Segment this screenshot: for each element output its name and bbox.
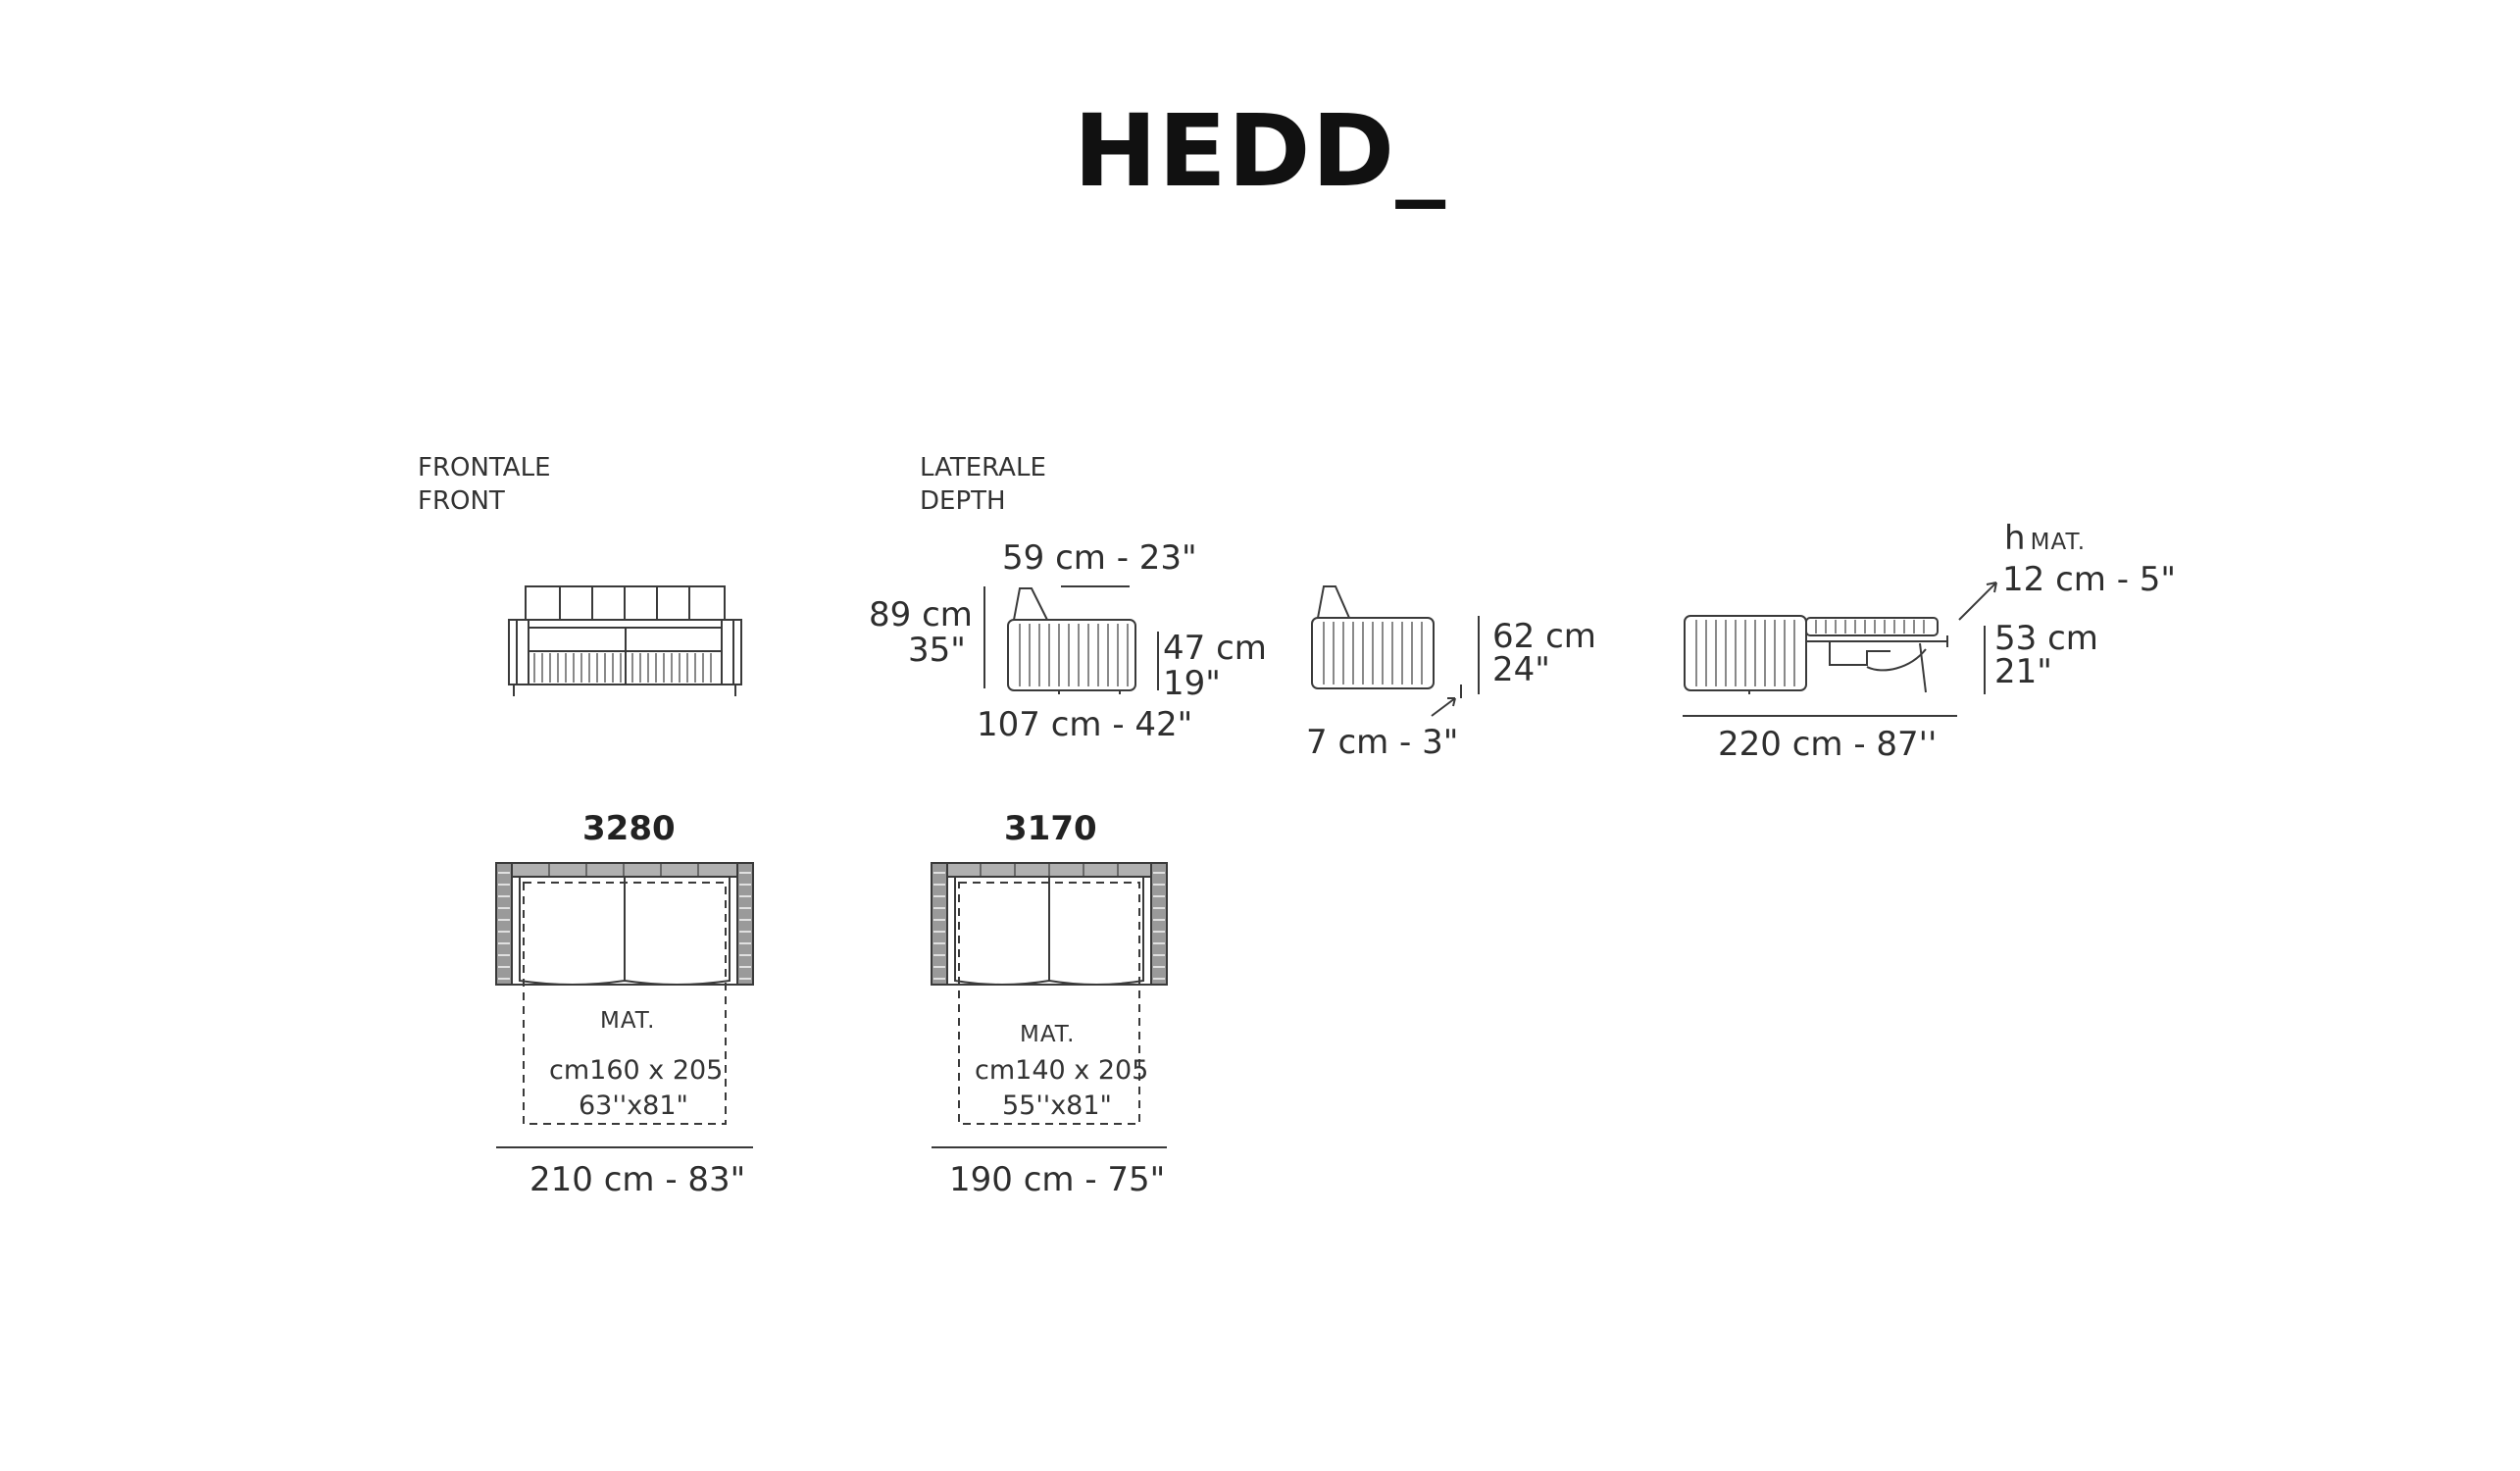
front-view-pleats [533, 653, 712, 683]
width-dim-3280: 210 cm - 83" [529, 1160, 746, 1199]
width-dim-3170: 190 cm - 75" [949, 1160, 1166, 1199]
side-seat-in: 19" [1163, 664, 1221, 703]
arm-height-in: 24" [1492, 650, 1550, 689]
front-label-en: FRONT [418, 486, 505, 516]
front-view-caption: FRONTALE FRONT [418, 451, 551, 518]
bed-height-cm: 53 cm [1994, 619, 2098, 658]
depth-label-en: DEPTH [920, 486, 1006, 516]
side-seat-cm: 47 cm [1163, 629, 1267, 668]
mattress-size-cm-3280: cm160 x 205 [549, 1055, 724, 1086]
h-letter: h [2004, 519, 2026, 558]
arm-height-cm: 62 cm [1492, 617, 1596, 656]
side-height-in: 35" [908, 631, 966, 670]
front-label-it: FRONTALE [418, 453, 551, 482]
page-title: HEDD_ [1073, 93, 1447, 210]
top-view-3170 [931, 862, 1168, 1148]
arm-clearance-dim: 7 cm - 3" [1306, 723, 1459, 762]
depth-view-caption: LATERALE DEPTH [920, 451, 1046, 518]
depth-label-it: LATERALE [920, 453, 1046, 482]
mattress-height-label: h MAT. [2004, 522, 2086, 555]
side-depth-dim: 107 cm - 42" [977, 705, 1193, 744]
arm-section-view [1311, 585, 1480, 717]
side-back-depth-dim: 59 cm - 23" [1002, 538, 1197, 578]
mattress-label-3170: MAT. [1020, 1022, 1076, 1047]
open-bed-view [1683, 582, 1997, 717]
mattress-thickness-dim: 12 cm - 5" [2002, 560, 2177, 599]
model-code-3170: 3170 [1004, 809, 1097, 848]
mat-small-label: MAT. [2030, 530, 2087, 555]
mattress-size-in-3280: 63''x81" [579, 1091, 688, 1121]
bed-height-in: 21" [1994, 652, 2052, 691]
top-view-3280 [495, 862, 754, 1148]
mattress-label-3280: MAT. [600, 1008, 656, 1034]
side-view-sofa [983, 585, 1159, 694]
side-height-cm: 89 cm [869, 595, 973, 634]
mattress-size-in-3170: 55''x81" [1002, 1091, 1112, 1121]
bed-open-length-dim: 220 cm - 87'' [1718, 725, 1938, 764]
mattress-size-cm-3170: cm140 x 205 [975, 1055, 1149, 1086]
front-view-sofa [508, 585, 742, 696]
model-code-3280: 3280 [582, 809, 676, 848]
